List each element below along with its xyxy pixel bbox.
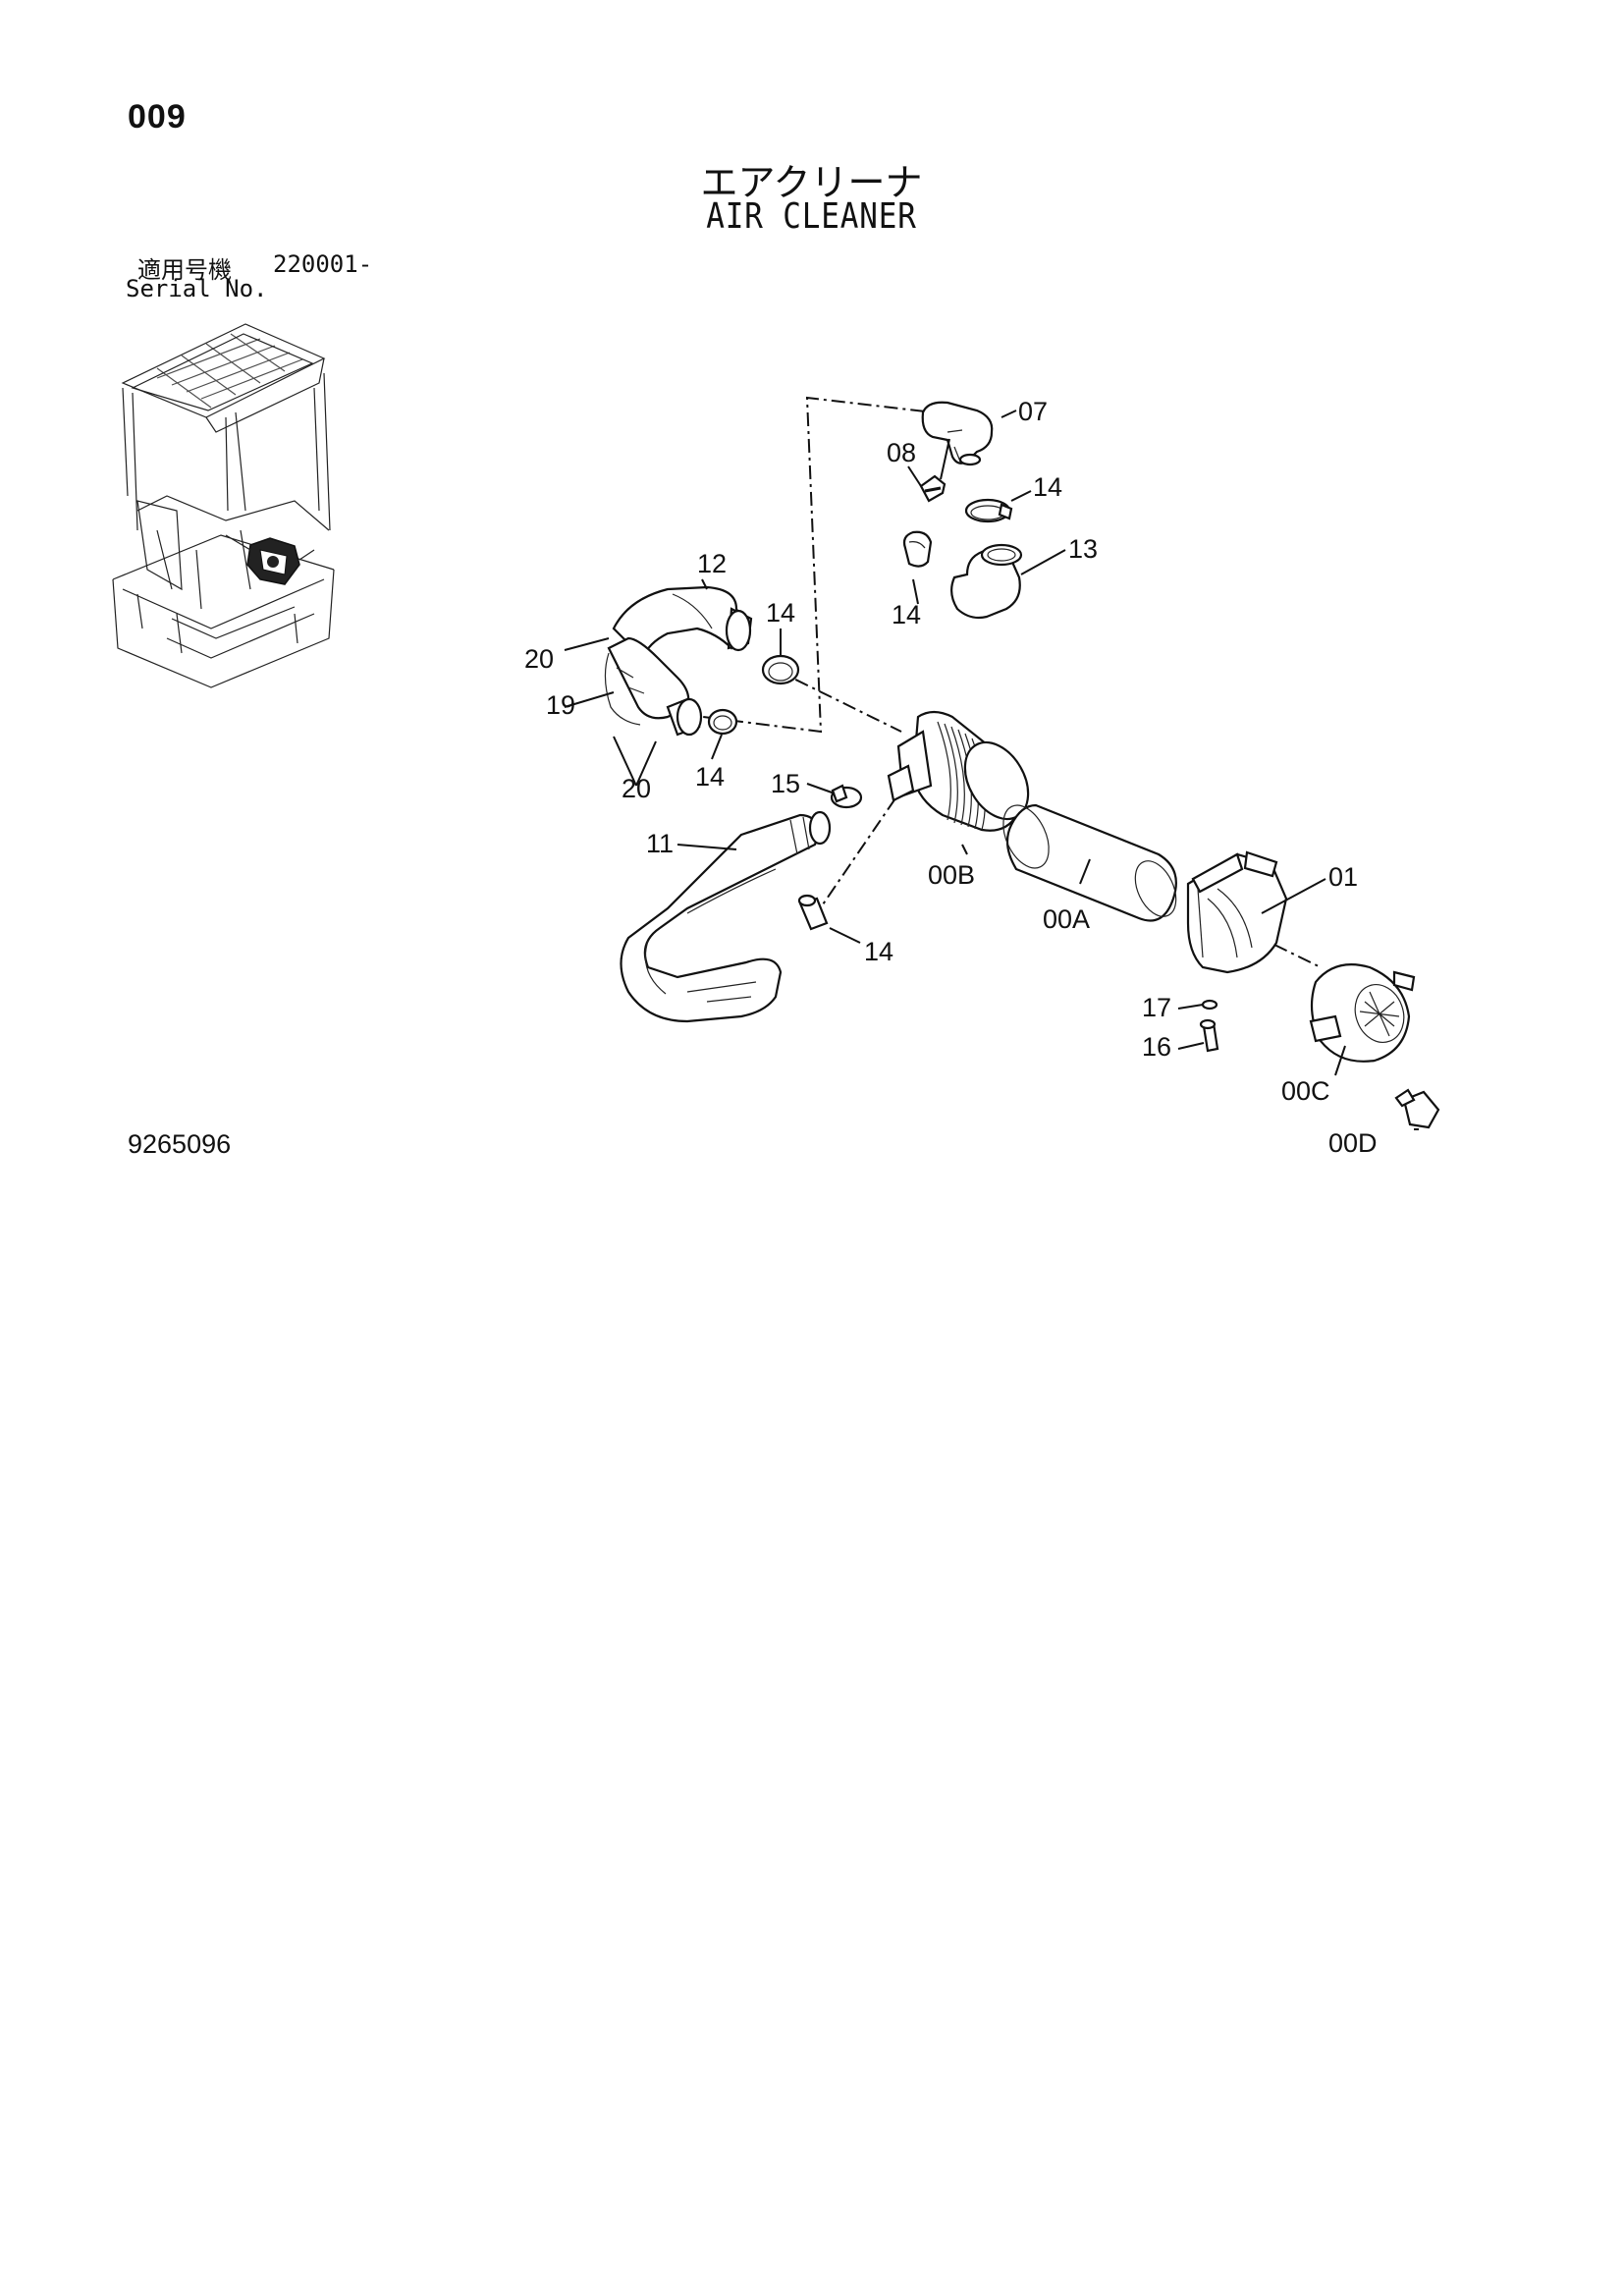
part-14-clamp-upper bbox=[964, 498, 1013, 523]
page-title-english: AIR CLEANER bbox=[706, 196, 917, 237]
callout-13: 13 bbox=[1068, 534, 1098, 564]
part-12-upper-hose bbox=[612, 585, 753, 661]
part-00A-filter-element bbox=[1002, 803, 1177, 922]
part-08-valve bbox=[919, 438, 950, 503]
callout-14: 14 bbox=[864, 937, 893, 966]
part-01-bracket bbox=[1186, 850, 1288, 974]
part-14-fitting bbox=[797, 894, 829, 931]
callout-07: 07 bbox=[1018, 397, 1048, 426]
callout-15: 15 bbox=[771, 769, 800, 798]
callout-11: 11 bbox=[646, 829, 674, 858]
leader-lines bbox=[564, 410, 1419, 1130]
callout-20: 20 bbox=[524, 644, 554, 674]
callout-labels: 07 08 14 13 14 12 14 20 19 14 20 15 11 1… bbox=[524, 397, 1378, 1158]
part-14-clamp-lower bbox=[707, 708, 738, 736]
callout-00C: 00C bbox=[1281, 1076, 1330, 1106]
callout-14: 14 bbox=[766, 598, 795, 628]
callout-00D: 00D bbox=[1328, 1128, 1378, 1158]
part-00B-air-cleaner-body bbox=[887, 710, 1030, 832]
callout-14: 14 bbox=[1033, 472, 1062, 502]
machine-location-thumbnail bbox=[112, 323, 335, 688]
callout-14: 14 bbox=[892, 600, 921, 629]
part-13-elbow-hose bbox=[950, 543, 1023, 620]
serial-label-english: Serial No. bbox=[126, 275, 268, 302]
callout-01: 01 bbox=[1328, 862, 1358, 892]
callout-00A: 00A bbox=[1043, 904, 1090, 934]
part-00C-dust-cover bbox=[1309, 963, 1416, 1063]
callout-08: 08 bbox=[887, 438, 916, 467]
page-title-japanese: エアクリーナ bbox=[700, 161, 923, 204]
part-14-clamp-hose bbox=[761, 654, 800, 685]
assembly-lines bbox=[686, 396, 1322, 968]
serial-label-japanese: 適用号機 bbox=[137, 256, 232, 284]
serial-range: 220001- bbox=[273, 250, 373, 278]
part-07-elbow-cap bbox=[921, 401, 994, 466]
part-00D-evacuator-valve bbox=[1394, 1088, 1440, 1129]
callout-17: 17 bbox=[1142, 993, 1171, 1022]
page-number: 009 bbox=[128, 98, 187, 136]
part-15-clamp bbox=[830, 784, 863, 809]
part-17-washer bbox=[1201, 999, 1218, 1011]
callout-20: 20 bbox=[622, 774, 651, 803]
part-11-intake-pipe bbox=[620, 810, 832, 1023]
part-14-clamp-left bbox=[902, 530, 933, 568]
callout-14: 14 bbox=[695, 762, 725, 792]
callout-00B: 00B bbox=[928, 860, 975, 890]
callout-12: 12 bbox=[697, 549, 727, 578]
part-16-bolt bbox=[1199, 1018, 1219, 1053]
callout-19: 19 bbox=[546, 690, 575, 720]
drawing-number: 9265096 bbox=[128, 1129, 232, 1159]
callout-16: 16 bbox=[1142, 1032, 1171, 1062]
part-19-lower-hose bbox=[604, 636, 703, 737]
